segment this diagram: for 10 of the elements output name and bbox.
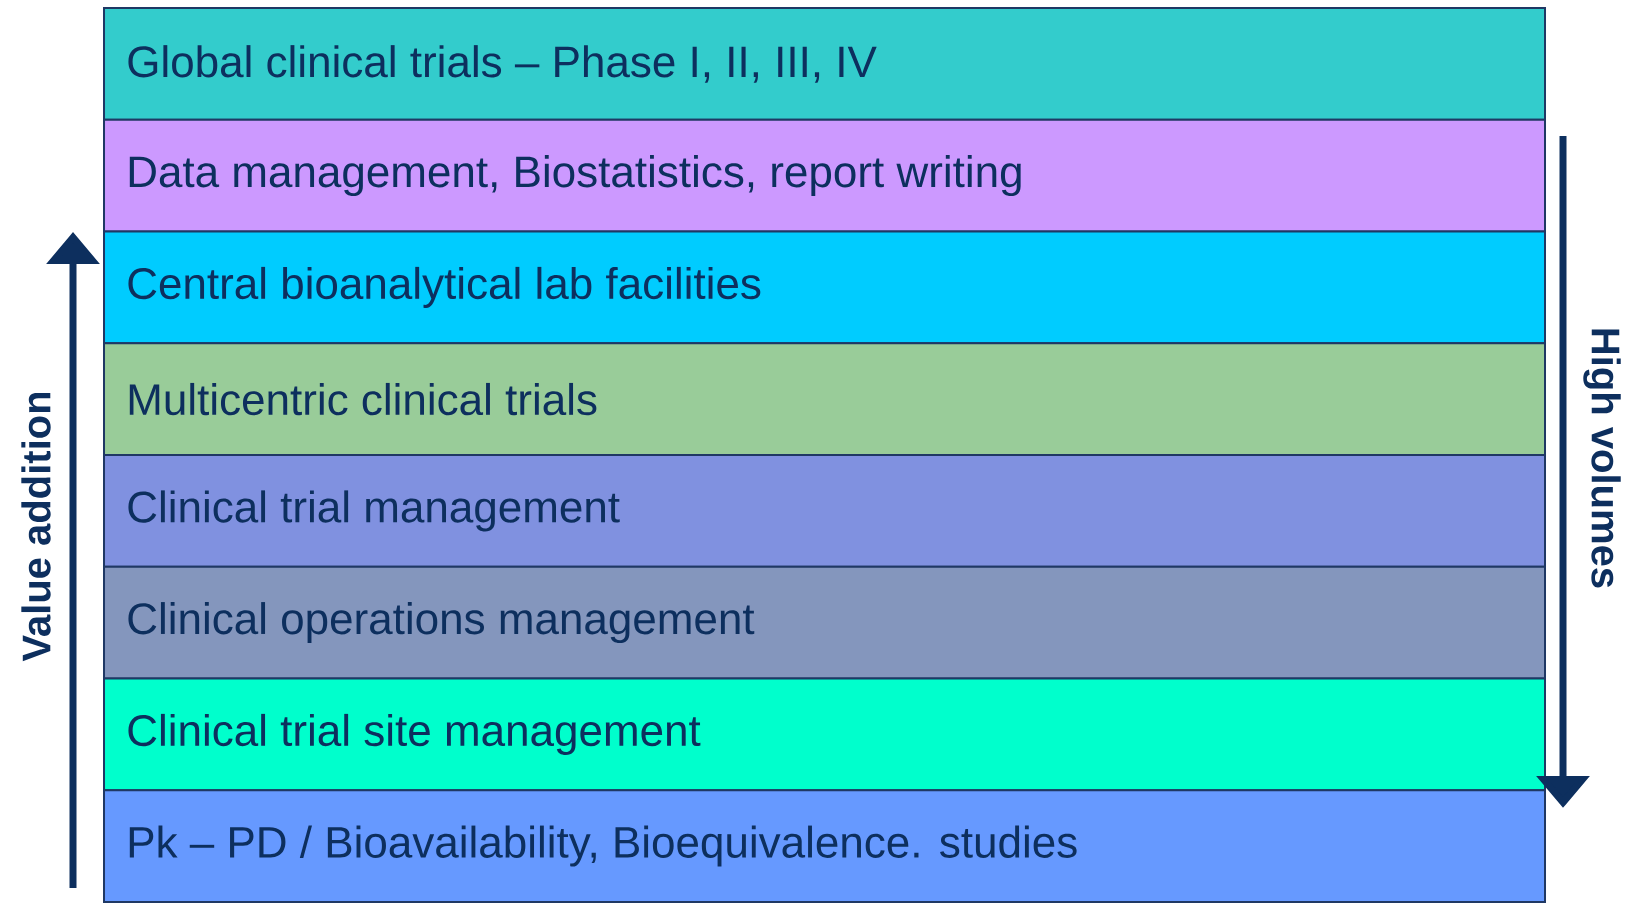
band: Data management, Biostatistics, report writing <box>103 118 1546 233</box>
axis-label: High volumes <box>1583 329 1621 588</box>
band: Global clinical trials – Phase I, II, III, IV <box>103 7 1546 121</box>
band: Pk – PD / Bioavailability, Bioequivalence. studies <box>103 789 1546 903</box>
band: Clinical operations management <box>103 565 1546 680</box>
band: Central bioanalytical lab facilities <box>103 230 1546 345</box>
band: Clinical trial site management <box>103 677 1546 792</box>
band: Multicentric clinical trials <box>103 342 1546 456</box>
band: Clinical trial management <box>103 454 1546 568</box>
axis-label: Value addition <box>21 392 51 662</box>
